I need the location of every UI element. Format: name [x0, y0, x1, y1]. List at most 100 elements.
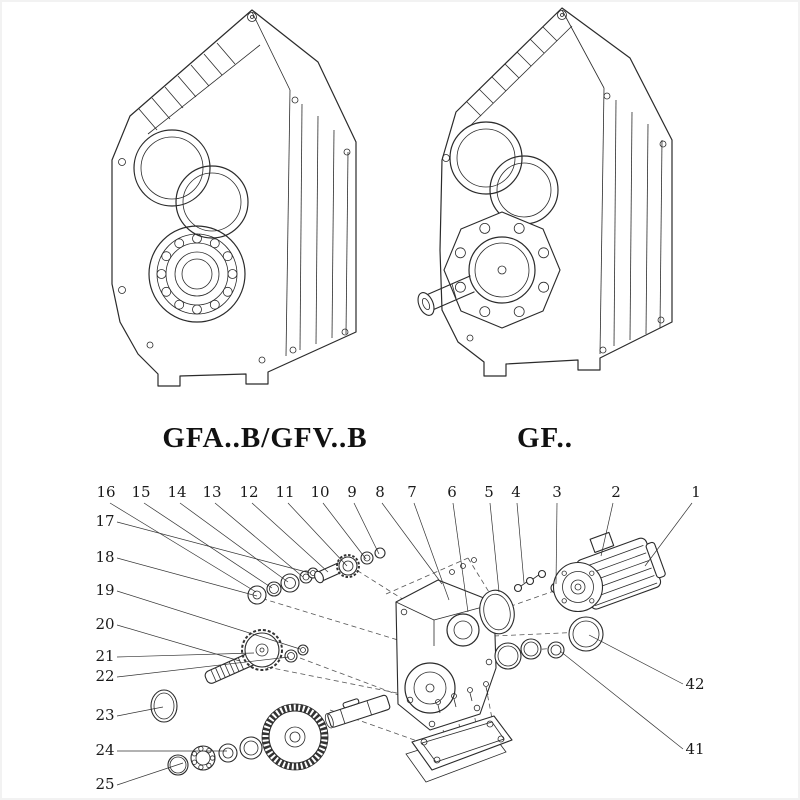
part-number-3: 3	[552, 483, 562, 501]
right-model-label: GF..	[517, 422, 573, 454]
intermediate-gear-parts	[150, 629, 309, 723]
exploded-view	[150, 531, 666, 783]
leader-line-16	[109, 502, 257, 593]
leader-line-17	[116, 521, 311, 574]
part-number-1: 1	[691, 483, 701, 501]
part-number-12: 12	[239, 483, 258, 501]
motor	[552, 531, 666, 613]
washer	[266, 581, 282, 597]
cover-plate-parts	[405, 681, 513, 783]
part-number-21: 21	[95, 647, 114, 665]
oil-seal	[150, 689, 178, 723]
spacer-ring	[284, 649, 298, 663]
part-number-8: 8	[375, 483, 385, 501]
housing-bolts	[442, 92, 667, 354]
part-number-5: 5	[484, 483, 494, 501]
gearbox-drawing-gf	[417, 7, 673, 377]
leader-line-4	[516, 502, 525, 584]
leader-line-7	[413, 502, 450, 601]
housing-bolt	[449, 569, 455, 575]
bolt	[513, 583, 523, 593]
motor-flange	[552, 561, 604, 613]
bolt	[525, 576, 535, 586]
gearbox-outline	[439, 7, 673, 377]
input-side-parts	[479, 569, 604, 670]
part-number-10: 10	[310, 483, 329, 501]
part-number-18: 18	[95, 548, 114, 566]
gearbox-outline	[111, 9, 357, 387]
leader-line-5	[489, 502, 500, 593]
left-model-label: GFA..B/GFV..B	[162, 422, 367, 454]
motor-fan-cover	[645, 541, 666, 579]
adapter-ring	[568, 616, 604, 652]
part-number-15: 15	[131, 483, 150, 501]
leader-line-21	[116, 652, 255, 658]
bolt	[537, 569, 547, 579]
cover-plate	[411, 715, 513, 771]
leader-line-23	[116, 706, 164, 717]
ball-bearing	[280, 573, 300, 593]
part-number-2: 2	[611, 483, 621, 501]
part-number-11: 11	[275, 483, 294, 501]
leader-line-19	[116, 590, 301, 650]
leader-line-14	[179, 502, 289, 583]
part-number-19: 19	[95, 581, 114, 599]
output-gear	[262, 704, 328, 770]
terminal-box	[589, 531, 615, 553]
part-number-13: 13	[202, 483, 221, 501]
lock-washer	[360, 551, 374, 565]
input-shaft-parts	[247, 547, 386, 605]
leader-line-2	[600, 502, 614, 557]
cooling-fins	[466, 25, 573, 127]
top-screw	[247, 12, 257, 22]
output-shaft	[324, 694, 391, 729]
part-number-4: 4	[511, 483, 521, 501]
leader-line-20	[116, 624, 241, 662]
leader-line-15	[143, 502, 273, 589]
leader-line-8	[381, 502, 443, 585]
leader-line-22	[116, 656, 290, 678]
output-flange	[443, 211, 561, 329]
leader-line-3	[555, 502, 558, 585]
part-number-7: 7	[407, 483, 417, 501]
retaining-ring	[547, 641, 565, 659]
roller-bearing	[190, 745, 216, 771]
seal-ring	[494, 642, 522, 670]
part-number-16: 16	[96, 483, 115, 501]
upper-bearing-bosses	[449, 121, 559, 225]
leader-line-1	[644, 502, 693, 567]
gearbox-drawing-gfab	[111, 9, 357, 387]
gasket	[479, 589, 515, 635]
leader-line-12	[251, 502, 329, 573]
ball-bearing	[239, 736, 263, 760]
main-bearing	[148, 225, 246, 323]
part-number-42: 42	[685, 675, 704, 693]
part-number-25: 25	[95, 775, 114, 793]
cover-bolts	[435, 681, 489, 714]
output-shaft	[417, 275, 475, 316]
top-screw	[557, 10, 567, 20]
part-number-24: 24	[95, 741, 114, 759]
leader-line-13	[214, 502, 304, 578]
retaining-ring	[247, 585, 267, 605]
part-number-17: 17	[95, 512, 114, 530]
part-number-14: 14	[167, 483, 186, 501]
leader-line-41	[559, 650, 684, 750]
part-number-23: 23	[95, 706, 114, 724]
cooling-fins	[138, 42, 261, 135]
leader-line-9	[353, 502, 380, 555]
upper-bearing-bosses	[133, 129, 249, 239]
small-gear	[336, 554, 360, 578]
intermediate-gear	[241, 629, 283, 671]
part-number-6: 6	[447, 483, 457, 501]
leader-line-18	[116, 557, 258, 597]
pinion-shaft	[314, 562, 341, 584]
housing-bolts	[118, 96, 351, 364]
part-number-41: 41	[685, 740, 704, 758]
leader-line-6	[452, 502, 469, 613]
part-number-22: 22	[95, 667, 114, 685]
leader-line-42	[588, 634, 684, 685]
